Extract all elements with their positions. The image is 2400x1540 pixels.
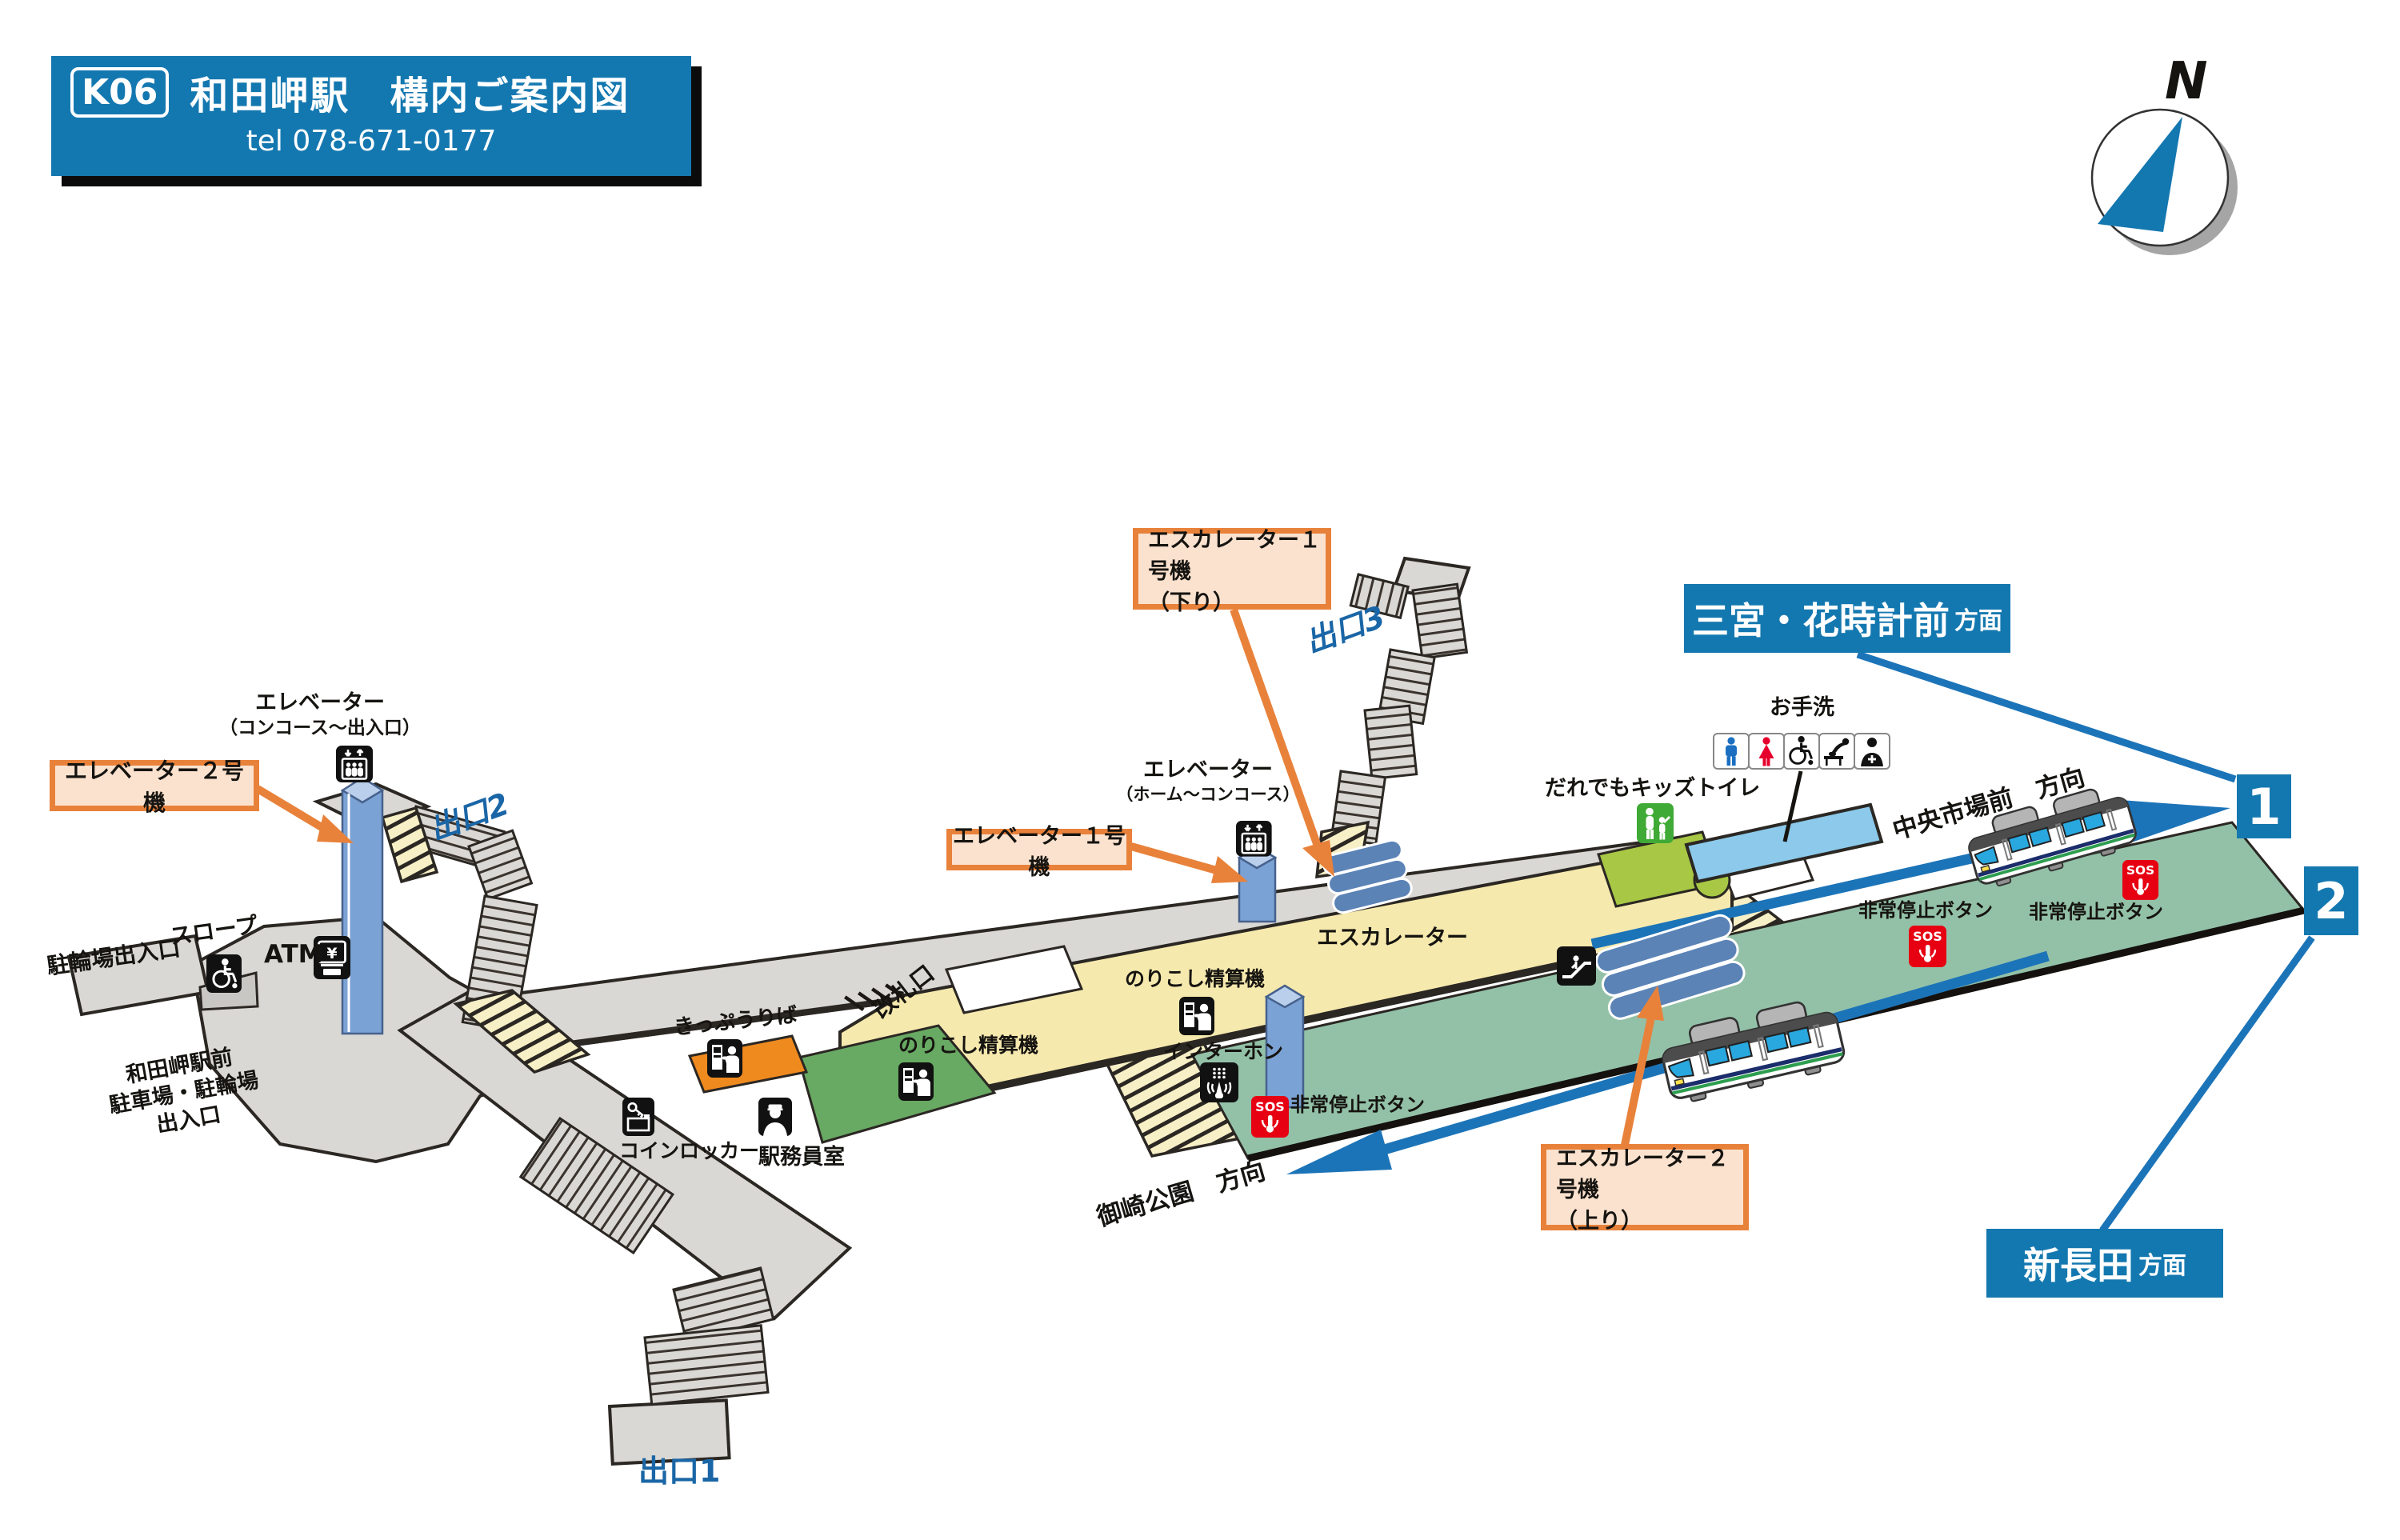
kids-toilet-label: だれでもキッズトイレ xyxy=(1545,776,1761,801)
kids-toilet-icon xyxy=(1635,802,1675,845)
sos-button-icon-1 xyxy=(1250,1094,1290,1139)
coin-locker-label: コインロッカー xyxy=(619,1139,760,1162)
shinnagata-name: 新長田 xyxy=(2023,1244,2134,1287)
elevator-concourse-line2: （コンコース～出入口） xyxy=(219,717,421,738)
toilet-men-icon xyxy=(1713,733,1750,770)
elevator-platform-icon xyxy=(1234,819,1273,858)
ticket-gate-marks xyxy=(844,983,906,1012)
elevator-concourse-line1: エレベーター xyxy=(255,690,385,715)
shinnagata-suffix: 方面 xyxy=(2138,1252,2186,1280)
elevator2-shaft xyxy=(340,776,385,1035)
intercom-label: インターホン xyxy=(1163,1040,1284,1063)
elevator-platform-line2: （ホーム～コンコース） xyxy=(1116,784,1300,804)
sannomiya-name: 三宮・花時計前 xyxy=(1692,599,1950,642)
elevator-platform-line1: エレベーター xyxy=(1143,758,1273,782)
elevator2-callout-text: エレベーター２号機 xyxy=(64,758,244,816)
fare-adjustment-icon-1 xyxy=(898,1062,934,1101)
wheelchair-slope-icon xyxy=(206,954,242,993)
station-phone: tel 078-671-0177 xyxy=(246,125,497,158)
escalator1-ramps xyxy=(1322,838,1413,914)
fare-adjustment-label-2: のりこし精算機 xyxy=(1125,967,1266,990)
sannomiya-suffix: 方面 xyxy=(1954,607,2002,635)
staff-room-label: 駅務員室 xyxy=(758,1145,845,1170)
escalator1-callout: エスカレーター１号機 （下り） xyxy=(1133,528,1331,615)
escalator1-callout-line2: （下り） xyxy=(1148,590,1234,615)
fare-adjustment-icon-2 xyxy=(1179,997,1214,1035)
toilet-baby-change-icon xyxy=(1818,733,1855,770)
elevator1-callout-text: エレベーター１号機 xyxy=(953,824,1126,880)
atm-label: ATM xyxy=(264,940,323,969)
platform2-badge: 2 xyxy=(2304,866,2358,935)
concourse-stairwell-opening xyxy=(944,945,1084,1014)
toilet-wheelchair-icon xyxy=(1783,733,1820,770)
intercom-icon xyxy=(1198,1061,1240,1104)
exit3-stairs xyxy=(1330,573,1469,846)
page-title: 和田岬駅 構内ご案内図 xyxy=(190,74,630,118)
sannomiya-leader-line xyxy=(1856,650,2237,783)
restroom-label: お手洗 xyxy=(1770,695,1834,720)
elevator-concourse-icon xyxy=(334,744,374,784)
escalator2-ramps xyxy=(1594,914,1746,1020)
elevator-concourse-label: エレベーター （コンコース～出入口） xyxy=(202,690,438,740)
escalator2-callout: エスカレーター２号機 （上り） xyxy=(1541,1144,1749,1234)
bicycle-exit-arm xyxy=(66,934,259,1017)
station-staff-icon xyxy=(758,1098,792,1136)
toilet-women-icon xyxy=(1748,733,1785,770)
coin-locker-icon xyxy=(621,1096,656,1138)
emergency-stop-label-1: 非常停止ボタン xyxy=(1290,1094,1425,1116)
elevator2-callout: エレベーター２号機 xyxy=(50,758,259,816)
emergency-stop-label-3: 非常停止ボタン xyxy=(2029,901,2163,923)
station-code-badge: K06 xyxy=(70,66,170,118)
ticket-machine-icon xyxy=(707,1039,742,1078)
station-office-area xyxy=(797,1024,997,1144)
escalator-icon xyxy=(1555,945,1598,987)
shinnagata-direction-box: 新長田 方面 xyxy=(1986,1229,2223,1298)
restroom-leader-line xyxy=(1782,770,1803,842)
shinnagata-leader-line xyxy=(2099,935,2315,1233)
escalator2-callout-line2: （上り） xyxy=(1556,1208,1642,1234)
sannomiya-direction-box: 三宮・花時計前 方面 xyxy=(1684,584,2010,653)
ticket-machine-area xyxy=(687,1034,809,1094)
emergency-stop-label-2: 非常停止ボタン xyxy=(1858,899,1993,922)
toilet-ostomate-icon xyxy=(1854,733,1890,770)
fare-adjustment-label-1: のりこし精算機 xyxy=(898,1034,1039,1057)
escalator-label: エスカレーター xyxy=(1317,926,1468,950)
platform1-badge: 1 xyxy=(2237,774,2291,838)
compass-icon xyxy=(2090,108,2238,255)
escalator2-callout-line1: エスカレーター２号機 xyxy=(1556,1146,1729,1202)
exit1-stairs xyxy=(518,1116,775,1406)
map-title-box: K06 和田岬駅 構内ご案内図 tel 078-671-0177 xyxy=(51,56,691,176)
escalator1-callout-line1: エスカレーター１号機 xyxy=(1148,527,1321,584)
callout-arrows xyxy=(255,608,1664,1150)
elevator1-callout: エレベーター１号機 xyxy=(946,824,1132,880)
compass-north-label: N xyxy=(2165,52,2208,111)
exit1-label: 出口1 xyxy=(638,1454,721,1489)
elevator1-shaft xyxy=(1237,845,1306,1109)
restroom-icon-row xyxy=(1713,733,1890,770)
elevator-platform-label: エレベーター （ホーム～コンコース） xyxy=(1114,757,1302,805)
restroom-block xyxy=(1684,802,1884,884)
sos-button-icon-3 xyxy=(2121,858,2160,902)
sos-button-icon-2 xyxy=(1907,924,1948,969)
